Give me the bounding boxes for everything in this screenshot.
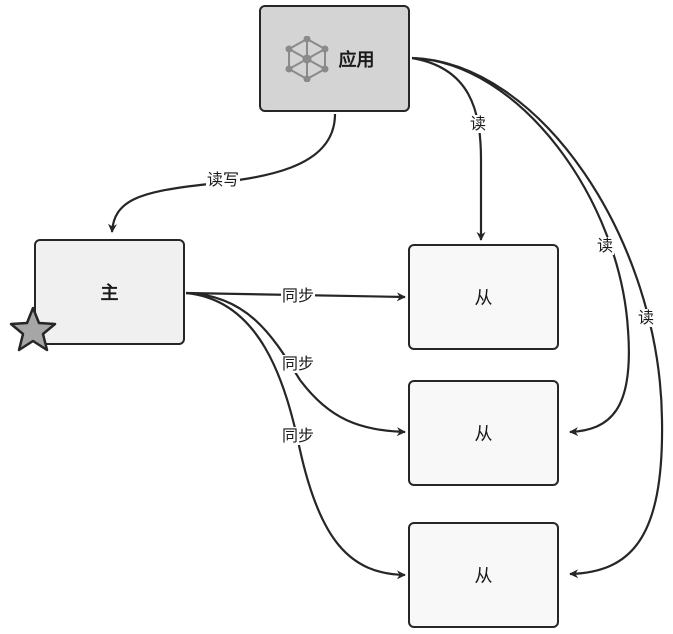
replica-node-1[interactable]: 从 bbox=[408, 244, 559, 350]
star-icon bbox=[9, 306, 57, 352]
replica-node-2[interactable]: 从 bbox=[408, 380, 559, 486]
edge-label-app-to-replica-2: 读 bbox=[595, 236, 615, 255]
cube-network-icon bbox=[285, 35, 328, 82]
edge-app-to-replica-3 bbox=[411, 56, 664, 579]
edge-app-to-replica-2 bbox=[411, 56, 630, 437]
edge-label-app-to-replica-1: 读 bbox=[468, 114, 488, 133]
master-node-label: 主 bbox=[100, 283, 119, 304]
replica-node-label: 从 bbox=[474, 424, 493, 445]
replica-node-label: 从 bbox=[474, 288, 493, 309]
edge-label-master-to-replica-1: 同步 bbox=[280, 286, 316, 305]
app-node[interactable]: 应用 bbox=[259, 5, 410, 112]
edge-label-app-to-master: 读写 bbox=[205, 170, 241, 189]
replica-node-label: 从 bbox=[474, 566, 493, 587]
edge-label-master-to-replica-3: 同步 bbox=[280, 426, 316, 445]
edge-app-to-replica-1 bbox=[411, 56, 486, 241]
edge-master-to-replica-2 bbox=[185, 291, 406, 437]
replica-node-3[interactable]: 从 bbox=[408, 522, 559, 628]
edge-label-app-to-replica-3: 读 bbox=[636, 308, 656, 327]
edge-master-to-replica-3 bbox=[185, 291, 406, 580]
master-node[interactable]: 主 bbox=[34, 239, 185, 345]
app-node-label: 应用 bbox=[338, 49, 375, 71]
edge-label-master-to-replica-2: 同步 bbox=[280, 354, 316, 373]
